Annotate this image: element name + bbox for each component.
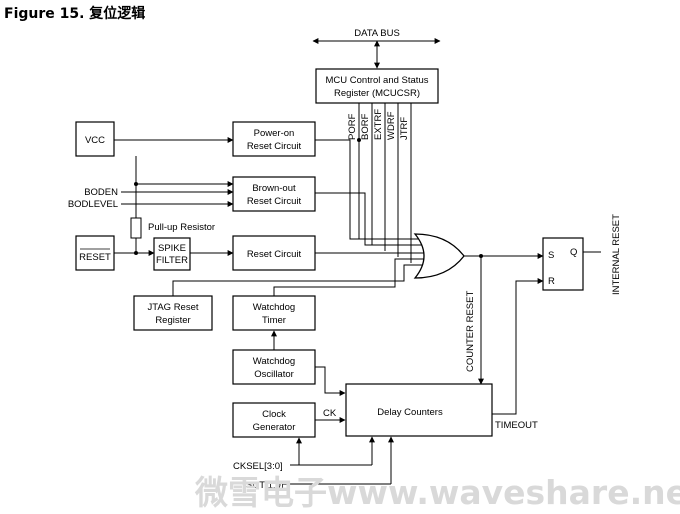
jtag-reset-register: JTAG Reset Register — [133, 295, 213, 331]
mcucsr-register: MCU Control and Status Register (MCUCSR) — [315, 68, 439, 104]
reset-pin-box: RESET — [75, 235, 115, 271]
ck-label: CK — [323, 408, 337, 419]
jtag-label-line2: Register — [155, 315, 190, 326]
watchdog-timer-line2: Timer — [262, 315, 286, 326]
data-bus-label: DATA BUS — [354, 28, 400, 39]
sut-label: SUT[1:0] — [246, 480, 284, 491]
spike-filter-line2: FILTER — [156, 255, 188, 266]
flag-borf: BORF — [360, 113, 371, 140]
watchdog-timer-line1: Watchdog — [253, 302, 295, 313]
reset-circuit: Reset Circuit — [232, 235, 316, 271]
flag-jtrf: JTRF — [399, 117, 410, 140]
reset-circuit-label: Reset Circuit — [247, 249, 302, 260]
clock-gen-line2: Generator — [253, 422, 296, 433]
bodlevel-label: BODLEVEL — [68, 199, 118, 210]
figure-title: Figure 15. 复位逻辑 — [4, 6, 146, 22]
vcc-box: VCC — [75, 121, 115, 157]
flag-wdrf: WDRF — [386, 111, 397, 140]
spike-filter: SPIKE FILTER — [153, 237, 191, 271]
watchdog-osc-line1: Watchdog — [253, 356, 295, 367]
reset-pin-label: RESET — [79, 252, 111, 263]
jtag-label-line1: JTAG Reset — [147, 302, 198, 313]
ff-r-label: R — [548, 276, 555, 287]
flag-porf: PORF — [347, 113, 358, 140]
ff-q-label: Q — [570, 247, 577, 258]
power-on-label-line2: Reset Circuit — [247, 141, 302, 152]
watermark: 微雪电子www.waveshare.net — [195, 473, 680, 512]
cksel-label: CKSEL[3:0] — [233, 461, 283, 472]
flag-extrf: EXTRF — [373, 109, 384, 140]
brown-out-label-line2: Reset Circuit — [247, 196, 302, 207]
brown-out-reset-circuit: Brown-out Reset Circuit — [232, 176, 316, 212]
watchdog-oscillator: Watchdog Oscillator — [232, 349, 316, 385]
delay-counters: Delay Counters — [345, 383, 493, 437]
pull-up-label: Pull-up Resistor — [148, 222, 215, 233]
clock-gen-line1: Clock — [262, 409, 286, 420]
pull-up-resistor: Pull-up Resistor — [130, 217, 215, 253]
timeout-label: TIMEOUT — [495, 420, 538, 431]
data-bus: DATA BUS — [312, 28, 441, 69]
watchdog-osc-line2: Oscillator — [254, 369, 294, 380]
spike-filter-line1: SPIKE — [158, 243, 186, 254]
or-gate — [413, 233, 465, 279]
watchdog-timer: Watchdog Timer — [232, 295, 316, 331]
delay-counters-label: Delay Counters — [377, 407, 443, 418]
boden-label: BODEN — [84, 187, 118, 198]
ff-s-label: S — [548, 250, 554, 261]
flag-lines — [358, 103, 412, 263]
power-on-label-line1: Power-on — [254, 128, 295, 139]
counter-reset-label: COUNTER RESET — [465, 291, 476, 372]
clock-generator: Clock Generator — [232, 402, 316, 438]
power-on-reset-circuit: Power-on Reset Circuit — [232, 121, 316, 157]
mcucsr-label-line2: Register (MCUCSR) — [334, 88, 420, 99]
sr-flip-flop: S R Q — [542, 237, 584, 291]
vcc-label: VCC — [85, 135, 105, 146]
brown-out-label-line1: Brown-out — [252, 183, 296, 194]
internal-reset-label: INTERNAL RESET — [611, 214, 622, 295]
mcucsr-label-line1: MCU Control and Status — [326, 75, 429, 86]
